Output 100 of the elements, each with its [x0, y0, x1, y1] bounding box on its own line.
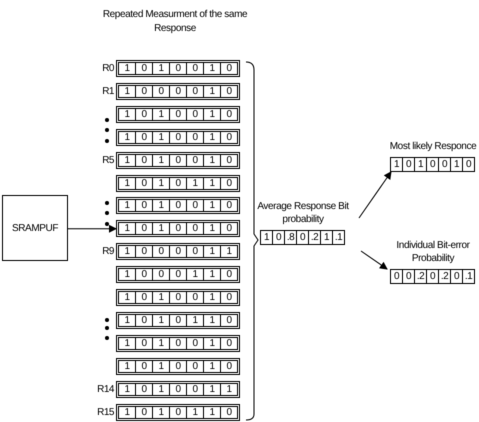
arrow [68, 224, 117, 233]
bit-cell: 0 [152, 245, 170, 258]
bit-cell: 0 [169, 406, 187, 418]
bit-cell: 1 [152, 176, 170, 190]
heading-text: Repeated Measurment of the same Response [102, 8, 248, 36]
bit-cell: 0 [169, 84, 187, 98]
bit-cell: 1 [203, 84, 221, 98]
bit-cell: 0 [169, 130, 187, 144]
bit-cell: 0 [169, 360, 187, 373]
bit-cell: 0 [135, 199, 153, 212]
bit-cell: 0 [220, 291, 238, 304]
bit-cell: 0 [220, 84, 238, 98]
bit-cell: 1 [152, 336, 170, 350]
bit-cell: 1 [152, 291, 170, 304]
bit-cell: 0 [135, 222, 153, 236]
bit-cell: 0 [169, 199, 187, 212]
bit-cell: 1 [118, 176, 136, 190]
row-heading: Most likely Responce [388, 140, 478, 153]
bit-cell: 0 [220, 130, 238, 144]
bit-cell: 1 [186, 268, 204, 282]
row-label: R5 [102, 154, 114, 168]
bit-cell: 1 [118, 222, 136, 236]
bit-cell: 1 [203, 62, 221, 75]
bit-cell: 0 [186, 336, 204, 350]
row-label: R15 [97, 406, 114, 420]
bit-cell: 0 [135, 130, 153, 144]
bit-cell: 0 [135, 291, 153, 304]
bit-cell: 0 [402, 157, 415, 172]
bit-cell: 1 [152, 382, 170, 396]
arrow [358, 171, 392, 218]
bit-cell: 0 [135, 245, 153, 258]
bit-cell: 1 [118, 154, 136, 167]
bit-cell: 0 [169, 154, 187, 167]
bit-cell: 1 [203, 222, 221, 236]
bit-cell: 1 [118, 245, 136, 258]
bit-cell: 0 [169, 62, 187, 75]
bit-cell: 1 [220, 245, 238, 258]
bit-cell: 0 [186, 199, 204, 212]
bit-cell: 1 [118, 84, 136, 98]
bit-cell: 0 [169, 108, 187, 121]
bit-cell: 0 [152, 84, 170, 98]
bit-cell: 1 [320, 230, 333, 245]
bit-cell: 1 [152, 199, 170, 212]
bit-cell: 1 [203, 268, 221, 282]
row-label: R0 [102, 62, 114, 76]
bit-cell: 1 [118, 314, 136, 327]
arrow [360, 250, 388, 270]
bit-cell: 1 [414, 157, 427, 172]
bit-cell: 1 [203, 176, 221, 190]
bit-cell: 0 [169, 291, 187, 304]
bit-cell: 1 [152, 108, 170, 121]
bit-cell: 0 [402, 269, 415, 284]
bit-cell: 1 [186, 176, 204, 190]
bit-cell: 1 [203, 382, 221, 396]
bit-cell: 1 [220, 382, 238, 396]
bit-cell: 0 [135, 176, 153, 190]
bit-cell: 1 [260, 230, 273, 245]
row-label: R1 [102, 84, 114, 99]
bit-cell: 1 [186, 314, 204, 327]
bit-cell: 1 [118, 268, 136, 282]
bit-cell: 1 [118, 130, 136, 144]
bit-cell: 0 [152, 268, 170, 282]
bit-cell: 1 [203, 130, 221, 144]
row-heading: Average Response Bit probability [256, 201, 350, 226]
bit-cell: 0 [169, 245, 187, 258]
bit-cell: 1 [203, 154, 221, 167]
bit-cell: 0 [220, 199, 238, 212]
bit-cell: 1 [118, 406, 136, 418]
bit-cell: 1 [118, 382, 136, 396]
bit-cell: 0 [272, 230, 285, 245]
bit-cell: 0 [186, 291, 204, 304]
bit-cell: 0 [390, 269, 403, 284]
bit-cell: 1 [203, 199, 221, 212]
bit-cell: 0 [220, 268, 238, 282]
bit-cell: 1 [450, 157, 463, 172]
bit-cell: 1 [203, 360, 221, 373]
bit-cell: 1 [152, 222, 170, 236]
bit-cell: 0 [186, 382, 204, 396]
bit-cell: 0 [220, 314, 238, 327]
bit-cell: 0 [186, 360, 204, 373]
bit-cell: 0 [220, 360, 238, 373]
bit-cell: 0 [135, 336, 153, 350]
bit-cell: 1 [152, 406, 170, 418]
bit-cell: 0 [220, 108, 238, 121]
bit-cell: 0 [135, 108, 153, 121]
bit-cell: 1 [118, 62, 136, 75]
source-box: SRAMPUF [2, 195, 68, 261]
bit-cell: 1 [118, 199, 136, 212]
bit-cell: 1 [203, 291, 221, 304]
bit-cell: 1 [118, 360, 136, 373]
bit-cell: 0 [220, 154, 238, 167]
row-label: R14 [97, 382, 114, 397]
bit-cell: .1 [462, 269, 475, 284]
bit-cell: 0 [135, 406, 153, 418]
bit-cell: 0 [135, 62, 153, 75]
bit-cell: 1 [152, 130, 170, 144]
bit-cell: 0 [135, 314, 153, 327]
bit-cell: 1 [390, 157, 403, 172]
bit-cell: 0 [426, 157, 439, 172]
bit-cell: 0 [186, 222, 204, 236]
